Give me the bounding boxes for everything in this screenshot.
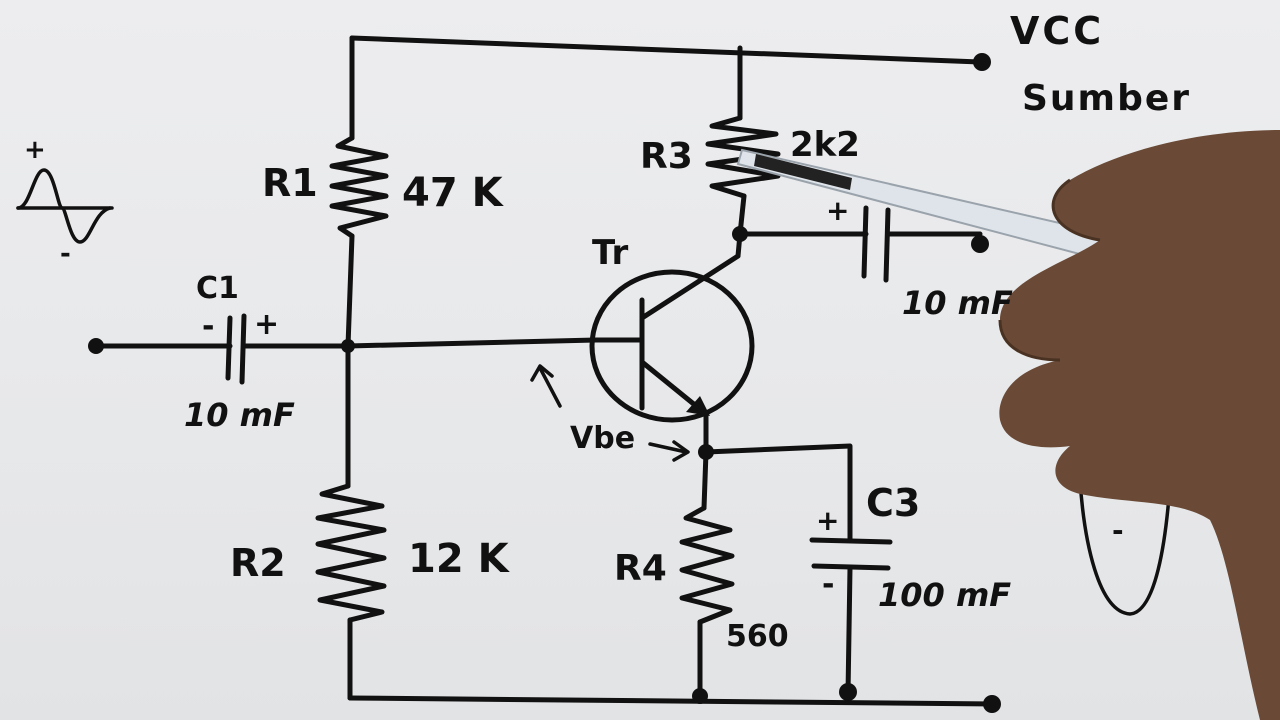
emitter-arrow-icon (686, 396, 710, 416)
c1-value: 10 mF (184, 396, 295, 434)
c1-minus-sign: - (202, 309, 214, 344)
vbe-arrow-right (648, 442, 688, 454)
r2-value: 12 K (408, 536, 511, 582)
wire-emitter-r4 (701, 449, 709, 511)
hand-with-pen (736, 130, 1280, 720)
c2-plus-sign: + (826, 194, 849, 227)
ground-terminal (983, 695, 1001, 713)
resistor-r1 (329, 135, 389, 239)
c3-value: 100 mF (878, 576, 1011, 614)
input-terminal (88, 338, 104, 354)
hand (999, 130, 1280, 720)
vbe-arrow-right-head (672, 440, 690, 462)
sumber-label: Sumber (1022, 78, 1191, 119)
c3-name: C3 (866, 481, 920, 525)
ground-rail (347, 695, 999, 707)
c3-minus-sign: - (822, 567, 834, 602)
vbe-arrow-left (538, 366, 562, 408)
output-wave-minus: - (1112, 514, 1124, 547)
wire-emitter-c3 (703, 443, 853, 543)
transistor-name: Tr (592, 233, 628, 273)
vbe-arrow-left-head (530, 364, 554, 382)
wire-r1-base (345, 233, 355, 349)
c3-plus-sign: + (816, 504, 839, 537)
r4-value: 560 (726, 619, 789, 654)
resistor-r3 (705, 115, 781, 199)
ground-node-r4 (692, 688, 708, 704)
r3-value: 2k2 (790, 125, 860, 165)
capacitor-c1 (225, 313, 247, 385)
resistor-r4 (679, 505, 735, 625)
c2-value: 10 mF (902, 284, 1013, 322)
r1-value: 47 K (402, 170, 505, 216)
input-plus-sign: + (24, 135, 46, 165)
transistor-collector-lead (639, 253, 741, 321)
transistor-circle (589, 269, 755, 423)
r4-name: R4 (614, 548, 667, 589)
vcc-terminal (973, 53, 991, 71)
capacitor-c3 (809, 537, 893, 571)
r3-name: R3 (640, 136, 693, 177)
r2-name: R2 (230, 541, 286, 585)
c1-name: C1 (196, 271, 239, 306)
output-wave-icon (1078, 478, 1172, 616)
input-sine-icon (16, 168, 114, 244)
pen-ink-tube (754, 154, 852, 190)
wire-c3-gnd (845, 565, 853, 697)
ground-node-c3 (839, 683, 857, 701)
output-terminal (971, 235, 989, 253)
labels: VCC Sumber + - R1 47 K R2 12 K R3 2k2 R4… (24, 9, 1191, 654)
vcc-label: VCC (1010, 9, 1104, 53)
emitter-node (698, 444, 714, 460)
resistor-r2 (315, 483, 387, 623)
transistor-symbol (589, 253, 755, 423)
junction-dots (88, 53, 1001, 713)
capacitor-c2 (861, 205, 891, 283)
vbe-label: Vbe (570, 421, 635, 456)
c1-plus-sign: + (254, 307, 279, 342)
r1-name: R1 (262, 161, 318, 205)
input-minus-sign: - (60, 239, 71, 269)
collector-node (732, 226, 748, 242)
vcc-rail (349, 35, 983, 65)
wire-base-tr (345, 337, 599, 349)
base-node (341, 339, 355, 353)
